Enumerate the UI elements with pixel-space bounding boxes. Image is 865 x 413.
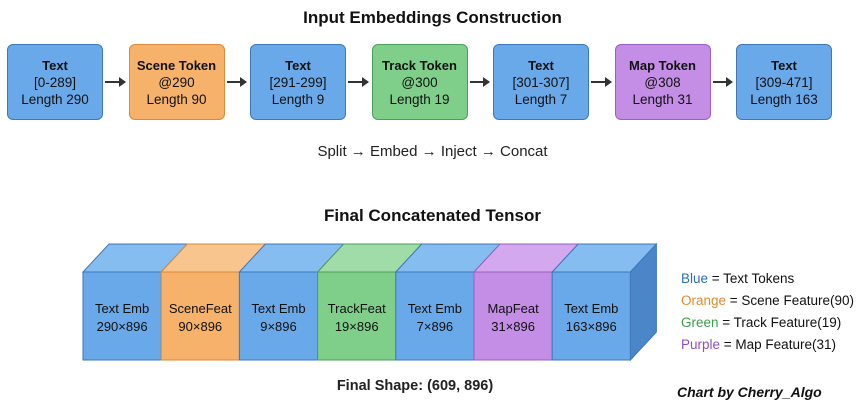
token-box-7: Text[309-471]Length 163 xyxy=(736,44,832,120)
token-label: Text xyxy=(528,57,554,73)
token-range: [309-471] xyxy=(755,74,813,90)
legend-item: Purple = Map Feature(31) xyxy=(681,334,854,356)
token-length: Length 9 xyxy=(271,91,325,107)
segment-name: Text Emb xyxy=(408,301,462,316)
flow-arrow xyxy=(105,77,125,87)
token-box-3: Text[291-299]Length 9 xyxy=(250,44,346,120)
segment-shape: 163×896 xyxy=(566,319,617,334)
segment-name: TrackFeat xyxy=(328,301,386,316)
flow-arrow xyxy=(226,77,247,87)
flow-arrow xyxy=(469,77,490,87)
segment-shape: 290×896 xyxy=(97,319,148,334)
token-label: Track Token xyxy=(382,57,457,73)
token-range: @300 xyxy=(401,74,438,90)
token-range: [0-289] xyxy=(33,74,77,90)
legend-text: = Map Feature(31) xyxy=(720,337,836,352)
segment-shape: 31×896 xyxy=(491,319,535,334)
token-range: [301-307] xyxy=(512,74,570,90)
legend-key: Orange xyxy=(681,293,727,308)
segment-shape: 19×896 xyxy=(335,319,379,334)
credit: Chart by Cherry_Algo xyxy=(677,384,822,400)
token-label: Text xyxy=(285,57,311,73)
pipeline-steps: Split → Embed → Inject → Concat xyxy=(317,143,548,160)
segment-name: Text Emb xyxy=(95,301,149,316)
legend-key: Green xyxy=(681,315,719,330)
legend-text: = Text Tokens xyxy=(708,271,795,286)
segment-front-face xyxy=(160,271,240,361)
token-label: Text xyxy=(771,57,797,73)
token-label: Text xyxy=(42,57,68,73)
token-length: Length 19 xyxy=(389,91,450,107)
final-shape: Final Shape: (609, 896) xyxy=(336,378,494,394)
legend-item: Blue = Text Tokens xyxy=(681,268,854,290)
segment-front-face xyxy=(238,271,319,361)
segment-shape: 90×896 xyxy=(178,319,222,334)
token-range: @308 xyxy=(644,74,681,90)
flow-arrow xyxy=(591,77,611,87)
segment-shape: 7×896 xyxy=(417,319,454,334)
segment-front-face xyxy=(395,271,475,361)
segment-name: Text Emb xyxy=(251,301,305,316)
diagram-title: Input Embeddings Construction xyxy=(303,8,562,27)
tensor-title: Final Concatenated Tensor xyxy=(324,206,541,225)
token-length: Length 7 xyxy=(514,91,568,107)
token-length: Length 31 xyxy=(632,91,693,107)
token-length: Length 290 xyxy=(21,91,89,107)
legend-text: = Scene Feature(90) xyxy=(726,293,854,308)
token-length: Length 90 xyxy=(146,91,207,107)
token-label: Map Token xyxy=(629,57,696,73)
legend-item: Green = Track Feature(19) xyxy=(681,312,854,334)
token-box-5: Text[301-307]Length 7 xyxy=(493,44,589,120)
token-range: @290 xyxy=(158,74,195,90)
token-box-1: Text[0-289]Length 290 xyxy=(7,44,103,120)
flow-arrow xyxy=(712,77,733,87)
segment-front-face xyxy=(551,271,631,361)
legend-item: Orange = Scene Feature(90) xyxy=(681,290,854,312)
flow-arrow xyxy=(348,77,368,87)
token-range: [291-299] xyxy=(269,74,327,90)
segment-front-face xyxy=(317,271,397,361)
segment-front-face xyxy=(82,271,162,361)
segment-front-face xyxy=(473,271,553,361)
tensor-side-face xyxy=(629,242,657,362)
segment-name: SceneFeat xyxy=(169,301,232,316)
legend-key: Blue xyxy=(681,271,709,286)
segment-name: Text Emb xyxy=(564,301,618,316)
token-label: Scene Token xyxy=(136,57,217,73)
segment-name: MapFeat xyxy=(487,301,539,316)
legend-key: Purple xyxy=(681,337,721,352)
segment-shape: 9×896 xyxy=(260,319,297,334)
token-length: Length 163 xyxy=(750,91,818,107)
legend-text: = Track Feature(19) xyxy=(718,315,842,330)
